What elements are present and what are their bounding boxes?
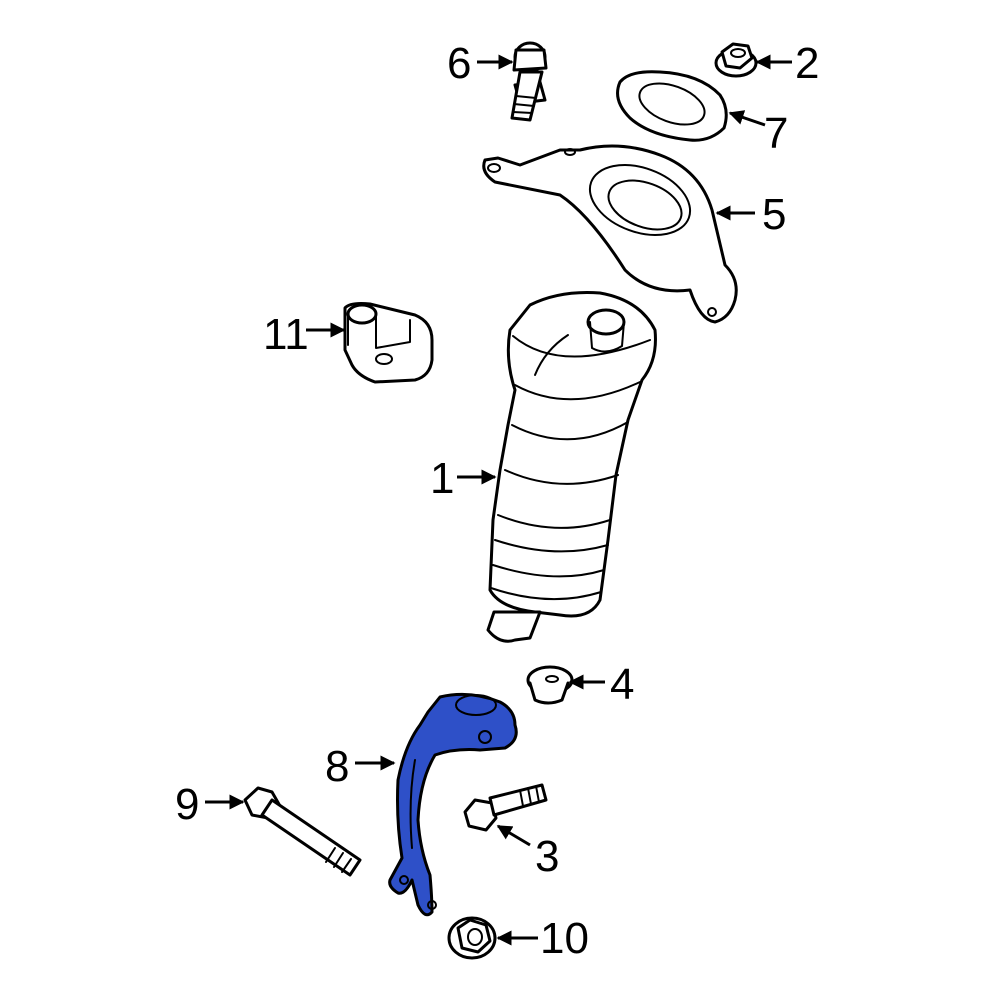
callout-11: 11	[263, 310, 309, 359]
leader-arrows	[205, 54, 792, 946]
part-6-bolt[interactable]	[510, 41, 548, 122]
part-9-long-bolt[interactable]	[243, 786, 362, 877]
part-11-bracket[interactable]	[343, 302, 434, 384]
part-5-upper-mount[interactable]	[482, 144, 738, 324]
callout-4: 4	[610, 660, 635, 709]
callout-9: 9	[175, 780, 200, 829]
arrow-3	[496, 824, 531, 847]
callout-8: 8	[325, 742, 350, 791]
callout-3: 3	[535, 832, 560, 881]
arrow-7	[728, 110, 766, 127]
callout-6: 6	[447, 39, 472, 88]
callout-1: 1	[430, 454, 455, 503]
callout-7: 7	[764, 109, 789, 158]
part-7-spring-seat[interactable]	[616, 70, 728, 142]
part-4-bushing[interactable]	[526, 665, 574, 705]
part-1-air-strut[interactable]	[486, 291, 657, 643]
part-3-bolt[interactable]	[463, 783, 548, 832]
callout-10: 10	[540, 914, 589, 963]
callout-5: 5	[762, 190, 787, 239]
part-8-strut-fork[interactable]	[388, 692, 518, 917]
callout-2: 2	[795, 39, 820, 88]
part-10-flange-nut[interactable]	[447, 916, 497, 960]
part-2-nut[interactable]	[714, 42, 758, 78]
